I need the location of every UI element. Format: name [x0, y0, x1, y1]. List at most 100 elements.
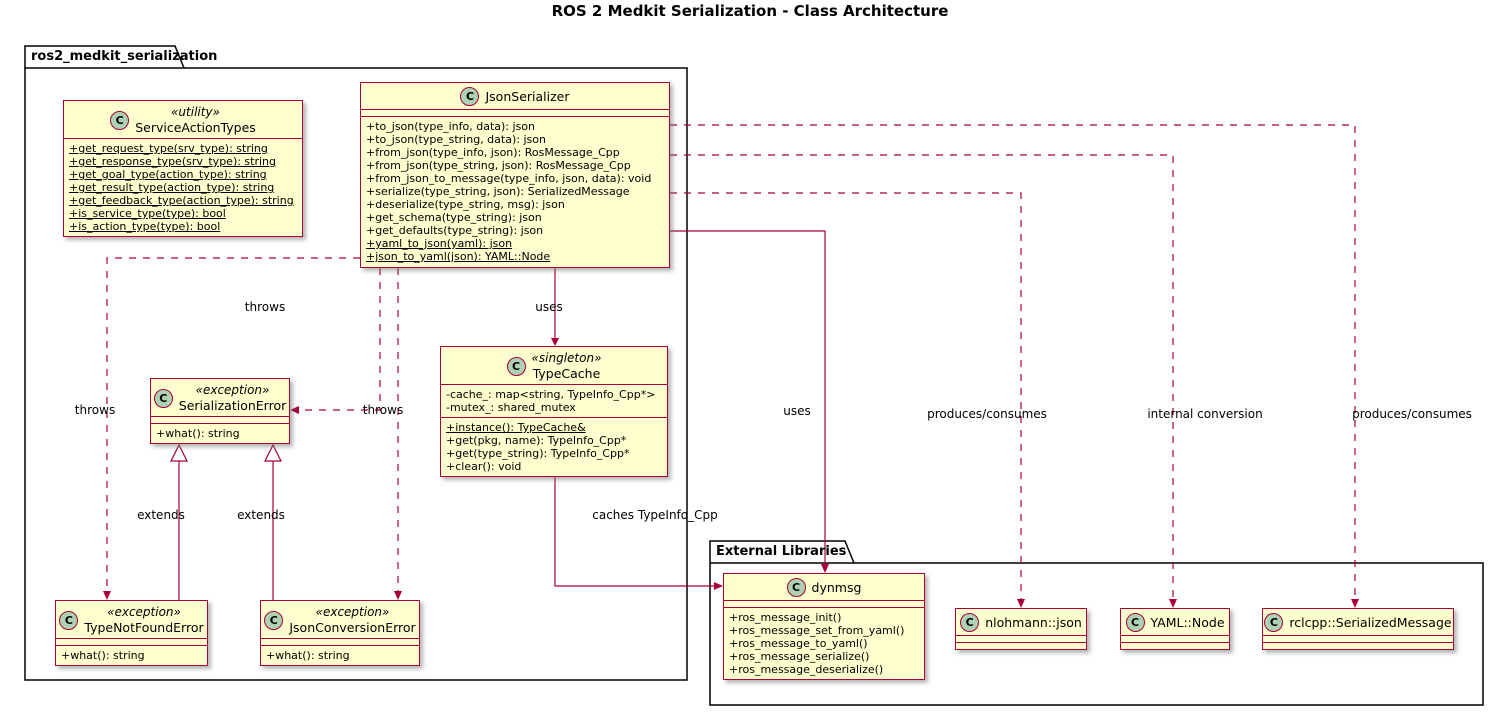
package-label-external-libraries: External Libraries	[716, 544, 847, 559]
class-member: +what(): string	[61, 649, 145, 662]
edge-label-caches-typeinfo: caches TypeInfo_Cpp	[592, 508, 718, 522]
attributes-compartment	[361, 109, 669, 116]
class-name: dynmsg	[811, 580, 862, 595]
class-member: +serialize(type_string, json): Serialize…	[366, 185, 630, 198]
class-stereotype: «exception»	[195, 383, 270, 397]
edge-jsonserializer-rclcppserializedmessage	[670, 124, 1356, 599]
class-member: +clear(): void	[446, 460, 522, 473]
arrowhead-throws-typenotfound	[103, 591, 111, 600]
class-type-not-found-error: C «exception» TypeNotFoundError +what():…	[55, 600, 208, 666]
class-dynmsg: C dynmsg +ros_message_init()+ros_message…	[723, 573, 925, 680]
methods-compartment: +what(): string	[261, 645, 419, 665]
class-name: SerializationError	[178, 398, 287, 413]
methods-compartment: +get_request_type(srv_type): string+get_…	[64, 138, 302, 236]
class-member: +get_response_type(srv_type): string	[69, 155, 277, 168]
class-yaml-node: C YAML::Node	[1120, 608, 1230, 650]
class-member: +from_json(type_info, json): RosMessage_…	[366, 146, 620, 159]
attributes-compartment	[1121, 635, 1229, 642]
edge-label-extends-right: extends	[237, 508, 285, 522]
class-name: TypeCache	[532, 366, 601, 381]
class-member: +get(pkg, name): TypeInfo_Cpp*	[446, 434, 627, 447]
edge-jsonserializer-uses-dynmsg	[670, 230, 826, 565]
class-header: C YAML::Node	[1121, 609, 1229, 635]
class-member: +ros_message_deserialize()	[729, 663, 884, 676]
class-icon: C	[460, 87, 480, 106]
class-json-serializer: C JsonSerializer +to_json(type_info, dat…	[360, 82, 670, 268]
edge-label-produces-consumes-serialized: produces/consumes	[1352, 407, 1472, 421]
class-member: -mutex_: shared_mutex	[446, 401, 576, 414]
edge-label-throws-typenotfound: throws	[244, 300, 286, 314]
class-type-cache: C «singleton» TypeCache -cache_: map<str…	[440, 346, 668, 477]
attributes-compartment	[724, 600, 924, 607]
methods-compartment: +ros_message_init()+ros_message_set_from…	[724, 607, 924, 679]
class-member: +to_json(type_string, data): json	[366, 133, 546, 146]
triangle-extends-left	[170, 443, 188, 462]
class-icon: C	[506, 356, 526, 376]
class-header: C «utility» ServiceActionTypes	[64, 101, 302, 138]
arrowhead-throws-jsonconversion	[394, 591, 402, 600]
diagram-title: ROS 2 Medkit Serialization - Class Archi…	[551, 2, 949, 20]
class-rclcpp-serialized-message: C rclcpp::SerializedMessage	[1262, 608, 1454, 650]
edge-jsonserializer-throws-serializationerror	[299, 268, 381, 411]
methods-compartment: +what(): string	[56, 645, 207, 665]
class-member: +get_result_type(action_type): string	[69, 181, 275, 194]
class-name: JsonSerializer	[485, 89, 570, 104]
class-name: nlohmann::json	[985, 615, 1082, 630]
edge-typecache-caches-dynmsg	[554, 475, 714, 587]
edge-label-throws-jsonconversion: throws	[362, 403, 404, 417]
class-member: +ros_message_init()	[729, 611, 842, 624]
class-icon: C	[264, 610, 284, 630]
class-icon: C	[110, 110, 130, 130]
class-member: +get_feedback_type(action_type): string	[69, 194, 294, 207]
methods-compartment: +what(): string	[151, 423, 289, 443]
attributes-compartment	[261, 638, 419, 645]
class-nlohmann-json: C nlohmann::json	[955, 608, 1087, 650]
class-icon: C	[1125, 613, 1145, 632]
class-header: C rclcpp::SerializedMessage	[1263, 609, 1453, 635]
class-header: C JsonSerializer	[361, 83, 669, 109]
class-name: JsonConversionError	[289, 620, 416, 635]
class-member: +ros_message_to_yaml()	[729, 637, 868, 650]
edge-jsonserializer-throws-typenotfound	[106, 257, 360, 591]
methods-compartment	[956, 642, 1086, 649]
class-header: C dynmsg	[724, 574, 924, 600]
triangle-extends-right	[264, 443, 282, 462]
class-service-action-types: C «utility» ServiceActionTypes +get_requ…	[63, 100, 303, 237]
class-name: TypeNotFoundError	[84, 620, 204, 635]
class-member: +is_service_type(type): bool	[69, 207, 226, 220]
arrowhead-uses-typecache	[551, 338, 559, 346]
edge-label-internal-conversion: internal conversion	[1147, 407, 1263, 421]
edge-jsonserializer-yamlnode	[670, 154, 1174, 599]
arrowhead-produces-nlohmannjson	[1017, 599, 1025, 608]
class-member: +from_json(type_string, json): RosMessag…	[366, 159, 631, 172]
class-name: ServiceActionTypes	[135, 120, 256, 135]
class-member: +from_json_to_message(type_info, json, d…	[366, 172, 652, 185]
edge-label-uses-dynmsg: uses	[783, 404, 811, 418]
class-member: +is_action_type(type): bool	[69, 220, 221, 233]
edge-label-extends-left: extends	[137, 508, 185, 522]
class-name: rclcpp::SerializedMessage	[1289, 615, 1452, 630]
class-member: +get_defaults(type_string): json	[366, 224, 544, 237]
arrowhead-produces-serializedmessage	[1351, 599, 1359, 608]
class-header: C «exception» TypeNotFoundError	[56, 601, 207, 638]
class-icon: C	[59, 610, 79, 630]
methods-compartment	[1121, 642, 1229, 649]
class-member: +get_goal_type(action_type): string	[69, 168, 267, 181]
class-header: C «exception» JsonConversionError	[261, 601, 419, 638]
class-serialization-error: C «exception» SerializationError +what()…	[150, 378, 290, 444]
class-member: +get_request_type(srv_type): string	[69, 142, 268, 155]
edge-label-throws-left: throws	[74, 403, 116, 417]
class-json-conversion-error: C «exception» JsonConversionError +what(…	[260, 600, 420, 666]
class-member: +get_schema(type_string): json	[366, 211, 542, 224]
attributes-compartment	[956, 635, 1086, 642]
class-member: +ros_message_serialize()	[729, 650, 870, 663]
arrowhead-uses-dynmsg	[821, 564, 829, 573]
edge-label-uses-typecache: uses	[535, 300, 563, 314]
class-member: +to_json(type_info, data): json	[366, 120, 535, 133]
class-member: +what(): string	[266, 649, 350, 662]
attributes-compartment	[56, 638, 207, 645]
class-stereotype: «exception»	[315, 605, 390, 619]
arrowhead-caches-dynmsg	[714, 582, 723, 590]
class-member: +yaml_to_json(yaml): json	[366, 237, 513, 250]
